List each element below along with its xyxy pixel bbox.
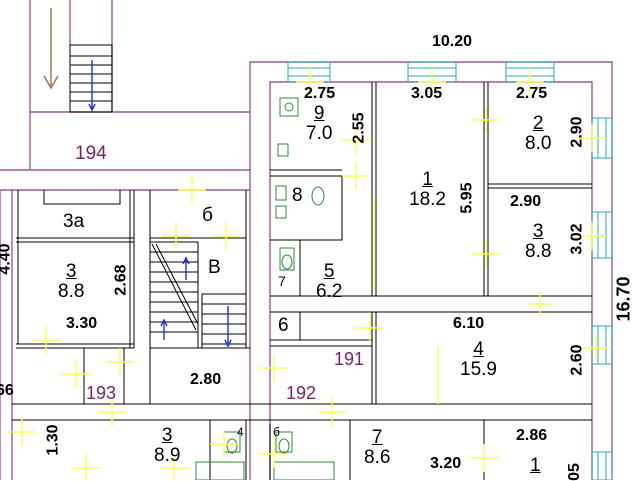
room-4: 4 15.9 <box>460 340 497 379</box>
room-b-small: б <box>202 206 213 225</box>
room-7-bottom: 7 8.6 <box>364 428 390 467</box>
room-8-number: 8 <box>292 185 303 206</box>
room-3-bottom-area: 8.9 <box>154 445 181 466</box>
dim-255: 2.55 <box>350 112 368 144</box>
stair-arrows <box>88 60 232 348</box>
marker-193: 193 <box>86 383 117 403</box>
room-3-bottom-number: 3 <box>161 425 173 446</box>
room-5: 5 6.2 <box>316 262 342 301</box>
room-9: 9 7.0 <box>306 104 332 143</box>
room-v: В <box>208 258 221 277</box>
room-9-number: 9 <box>313 103 325 124</box>
crosshairs <box>8 68 610 480</box>
overall-width-dimension: 10.20 <box>432 33 473 50</box>
room-3-right-number: 3 <box>532 221 544 242</box>
room-4-area: 15.9 <box>460 359 497 380</box>
room-5-number: 5 <box>323 261 335 282</box>
dim-290-inner: 2.90 <box>510 193 542 210</box>
room-1: 1 18.2 <box>409 170 446 209</box>
room-3a-number: 3a <box>63 211 85 232</box>
room-3-left-number: 3 <box>65 261 77 282</box>
room-1-area: 18.2 <box>409 189 446 210</box>
room-1-bottom-number: 1 <box>530 455 541 476</box>
staircase-right <box>201 293 247 349</box>
room-8: 8 <box>292 186 303 205</box>
partitions <box>12 82 592 480</box>
fixtures <box>195 97 335 480</box>
room-6-small: б <box>273 425 280 439</box>
dim-330: 3.30 <box>66 315 98 332</box>
room-2: 2 8.0 <box>525 114 551 153</box>
dim-302: 3.02 <box>568 223 586 255</box>
dim-305: 3.05 <box>411 85 443 102</box>
dim-268: 2.68 <box>112 264 130 296</box>
room-v-number: В <box>208 257 221 278</box>
room-6-number: 6 <box>278 315 289 336</box>
dim-320: 3.20 <box>430 455 462 472</box>
room-9-area: 7.0 <box>306 123 333 144</box>
marker-194: 194 <box>75 143 107 164</box>
room-3-left-area: 8.8 <box>58 281 85 302</box>
dim-610: 6.10 <box>453 315 485 332</box>
room-4-number: 4 <box>473 339 484 360</box>
marker-192: 192 <box>286 383 317 403</box>
dim-440: 4.40 <box>0 243 14 275</box>
staircase-top <box>69 44 113 113</box>
room-7-bottom-number: 7 <box>371 427 383 448</box>
room-b-small-number: б <box>202 205 213 226</box>
room-7-small: 7 <box>278 273 286 289</box>
dim-286: 2.86 <box>516 427 548 444</box>
dim-260: 2.60 <box>568 344 586 376</box>
room-3-right: 3 8.8 <box>525 222 551 261</box>
room-5-area: 6.2 <box>316 281 343 302</box>
room-3a: 3a <box>63 212 84 231</box>
room-2-number: 2 <box>532 113 544 134</box>
dim-05: 05 <box>565 463 583 481</box>
overall-height-dimension: 16.70 <box>613 276 634 322</box>
staircase-left <box>149 241 199 349</box>
room-3-left: 3 8.8 <box>58 262 84 301</box>
entry-arrow <box>43 8 59 90</box>
room-7-bottom-area: 8.6 <box>364 447 391 468</box>
room-3-bottom: 3 8.9 <box>154 426 180 465</box>
dim-130: 1.30 <box>44 424 62 456</box>
room-1-number: 1 <box>422 169 433 190</box>
marker-191: 191 <box>334 349 365 369</box>
room-4-small: 4 <box>237 425 244 439</box>
dim-595: 5.95 <box>458 182 476 214</box>
dim-275-left: 2.75 <box>304 85 336 102</box>
room-2-area: 8.0 <box>525 133 552 154</box>
dim-66: 66 <box>0 382 14 399</box>
dim-275-right: 2.75 <box>516 85 548 102</box>
dim-280: 2.80 <box>190 371 222 388</box>
room-6: 6 <box>278 316 289 335</box>
room-3-right-area: 8.8 <box>525 241 552 262</box>
dim-290-side: 2.90 <box>568 116 586 148</box>
room-1-bottom: 1 <box>530 456 541 476</box>
